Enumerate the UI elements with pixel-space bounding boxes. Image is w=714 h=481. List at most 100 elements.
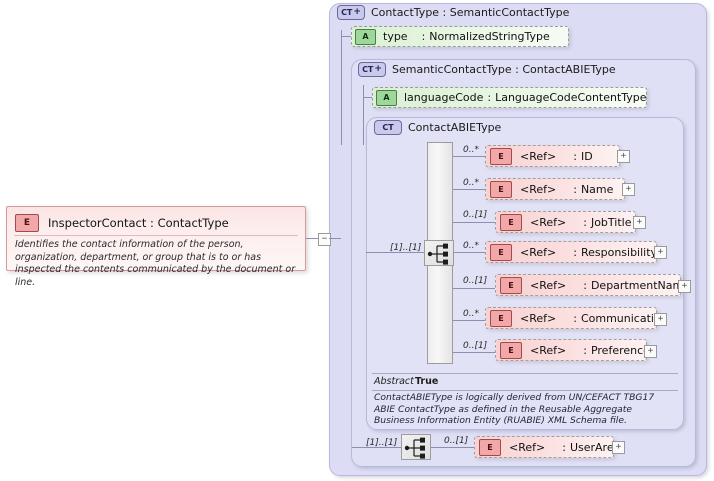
- cardinality-preference: 0..[1]: [463, 341, 488, 351]
- connector-element-userarea: [431, 447, 474, 448]
- element-icon: E: [490, 147, 512, 165]
- plus-icon: +: [681, 281, 688, 291]
- element-jobtitle-name: JobTitle: [590, 215, 632, 229]
- element-id-name: ID: [580, 149, 593, 163]
- expand-element-preference[interactable]: +: [644, 345, 657, 358]
- expand-element-responsibility[interactable]: +: [654, 246, 667, 259]
- element-communication-ref: <Ref>: [520, 311, 557, 325]
- element-id[interactable]: E <Ref> : ID: [485, 145, 620, 167]
- container-contactabietype-title: ContactABIEType: [408, 121, 502, 134]
- connector-languagecode-horizontal: [363, 97, 372, 98]
- element-icon: E: [15, 214, 39, 232]
- cardinality-id: 0..*: [463, 145, 479, 155]
- plus-icon: +: [636, 217, 643, 227]
- minus-icon: −: [321, 234, 328, 244]
- collapse-root-element[interactable]: −: [318, 233, 331, 246]
- expand-element-id[interactable]: +: [617, 150, 630, 163]
- sequence-compositor-contactabietype[interactable]: [424, 240, 454, 266]
- expand-element-userarea[interactable]: +: [612, 441, 625, 454]
- complextype-icon[interactable]: CT+: [358, 62, 386, 77]
- element-responsibility-separator: :: [573, 245, 577, 259]
- abstract-label: Abstract: [374, 376, 414, 387]
- element-icon: E: [479, 438, 501, 456]
- complextype-icon[interactable]: CT: [374, 120, 402, 135]
- connector-element-name: [453, 189, 485, 190]
- element-departmentname[interactable]: E <Ref> : DepartmentName: [495, 274, 690, 296]
- container-semanticcontacttype-title: SemanticContactType : ContactABIEType: [392, 63, 616, 76]
- root-element-header: E InspectorContact : ContactType: [15, 214, 229, 232]
- connector-userarea-sequence-in: [352, 447, 401, 448]
- element-icon: E: [490, 309, 512, 327]
- expand-element-departmentname[interactable]: +: [678, 280, 691, 293]
- element-name-ref: <Ref>: [520, 182, 557, 196]
- plus-icon: +: [647, 346, 654, 356]
- element-departmentname-separator: :: [583, 278, 587, 292]
- attribute-type-separator: :: [421, 30, 426, 43]
- cardinality-jobtitle: 0..[1]: [463, 210, 488, 220]
- element-id-separator: :: [573, 149, 577, 163]
- element-jobtitle[interactable]: E <Ref> : JobTitle: [495, 211, 636, 233]
- element-responsibility-name: Responsibility: [580, 245, 658, 259]
- element-responsibility[interactable]: E <Ref> : Responsibility: [485, 241, 657, 263]
- cardinality-name: 0..*: [463, 178, 479, 188]
- connector-element-departmentname: [453, 288, 495, 289]
- complextype-expand-icon: +: [353, 7, 361, 17]
- element-userarea-ref: <Ref>: [509, 440, 546, 454]
- expand-element-name[interactable]: +: [622, 183, 635, 196]
- element-preference[interactable]: E <Ref> : Preference: [495, 339, 650, 361]
- complextype-icon-label: CT: [382, 122, 394, 132]
- expand-element-jobtitle[interactable]: +: [633, 216, 646, 229]
- container-contactabietype-header: CT ContactABIEType: [374, 120, 501, 135]
- sequence-icon: [404, 437, 425, 459]
- container-contacttype-header: CT+ ContactType : SemanticContactType: [337, 5, 569, 20]
- element-name-name: Name: [580, 182, 614, 196]
- element-userarea-separator: :: [562, 440, 566, 454]
- connector-element-communication: [453, 320, 485, 321]
- attribute-languagecode[interactable]: A languageCode : LanguageCodeContentType: [372, 87, 647, 108]
- element-departmentname-ref: <Ref>: [530, 278, 567, 292]
- element-departmentname-name: DepartmentName: [590, 278, 690, 292]
- plus-icon: +: [615, 442, 622, 452]
- element-icon: E: [500, 276, 522, 294]
- plus-icon: +: [620, 151, 627, 161]
- cardinality-sequence-contactabietype: [1]..[1]: [390, 243, 422, 253]
- root-element-divider: [14, 235, 298, 236]
- cardinality-communication: 0..*: [463, 309, 479, 319]
- element-communication-name: Communication: [580, 311, 668, 325]
- sequence-compositor-userarea[interactable]: [401, 434, 431, 460]
- attribute-type-datatype: NormalizedStringType: [429, 30, 550, 43]
- element-preference-name: Preference: [590, 343, 650, 357]
- plus-icon: +: [657, 314, 664, 324]
- attribute-languagecode-datatype: LanguageCodeContentType: [495, 91, 647, 104]
- root-element-documentation: Identifies the contact information of th…: [15, 239, 296, 288]
- root-element-title: InspectorContact : ContactType: [48, 216, 229, 230]
- attribute-type-name: type: [383, 30, 408, 43]
- expand-element-communication[interactable]: +: [654, 313, 667, 326]
- annotation-top-rule: [372, 373, 678, 374]
- cardinality-departmentname: 0..[1]: [463, 276, 488, 286]
- connector-collapse-to-contacttype: [329, 238, 341, 239]
- element-name[interactable]: E <Ref> : Name: [485, 178, 625, 200]
- complextype-icon-label: CT: [362, 64, 374, 74]
- container-contactabietype[interactable]: [366, 117, 684, 430]
- element-id-ref: <Ref>: [520, 149, 557, 163]
- annotation-mid-rule: [372, 390, 678, 391]
- element-communication[interactable]: E <Ref> : Communication: [485, 307, 668, 329]
- connector-element-jobtitle: [453, 222, 495, 223]
- sequence-icon: [427, 243, 448, 265]
- connector-type-horizontal: [341, 36, 351, 37]
- root-element-inspectorcontact[interactable]: E InspectorContact : ContactType Identif…: [6, 206, 306, 288]
- element-userarea[interactable]: E <Ref> : UserArea: [474, 436, 620, 458]
- attribute-type[interactable]: A type : NormalizedStringType: [351, 26, 569, 47]
- abstract-value: True: [415, 376, 439, 387]
- element-icon: E: [500, 341, 522, 359]
- plus-icon: +: [657, 247, 664, 257]
- container-semanticcontacttype-header: CT+ SemanticContactType : ContactABIETyp…: [358, 62, 616, 77]
- complextype-icon[interactable]: CT+: [337, 5, 365, 20]
- cardinality-userarea: 0..[1]: [444, 436, 469, 446]
- element-icon: E: [490, 243, 512, 261]
- cardinality-sequence-userarea: [1]..[1]: [366, 438, 398, 448]
- connector-sequence-in: [366, 252, 424, 253]
- element-preference-ref: <Ref>: [530, 343, 567, 357]
- connector-element-responsibility: [453, 252, 485, 253]
